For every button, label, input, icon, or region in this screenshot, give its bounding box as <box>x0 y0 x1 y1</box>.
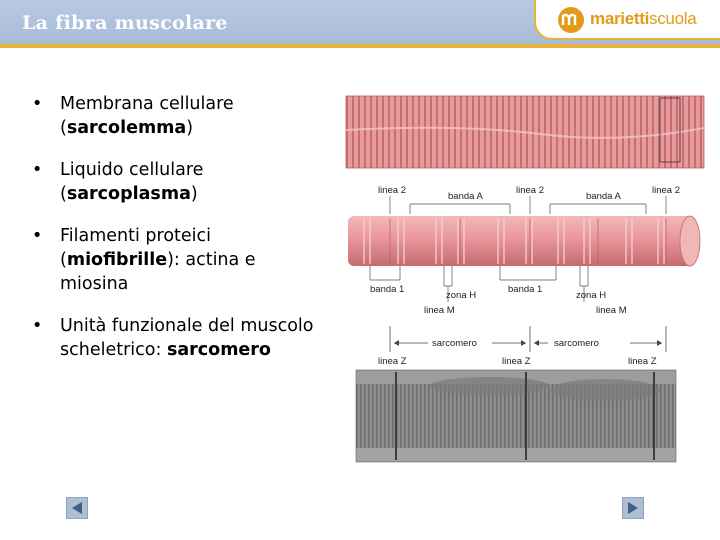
logo-text-secondary: scuola <box>649 9 697 28</box>
logo-mark-icon <box>558 7 584 33</box>
label-linea-m: linea M <box>424 305 455 316</box>
header-divider <box>0 44 720 48</box>
label-linea-2: linea 2 <box>378 185 406 196</box>
brand-logo: mariettiscuola <box>534 0 720 40</box>
bullet-text: Liquido cellulare ( <box>60 160 204 204</box>
label-linea-z: linea Z <box>628 356 657 367</box>
bullet-term: sarcoplasma <box>66 184 191 204</box>
header-bar: La fibra muscolare mariettiscuola <box>0 0 720 48</box>
previous-slide-button[interactable] <box>66 497 88 519</box>
label-linea-z: linea Z <box>378 356 407 367</box>
bullet-text: ) <box>186 118 194 138</box>
sarcomere-annotations: sarcomero sarcomero linea Z linea Z line… <box>378 326 667 367</box>
bullet-dot-icon: • <box>32 316 43 336</box>
logo-text: mariettiscuola <box>590 9 697 29</box>
bullet-term: sarcomero <box>166 340 271 360</box>
myofibril-cylinder <box>348 215 701 267</box>
label-zona-h: zona H <box>446 290 476 301</box>
bullet-text: ): actina e miosina <box>60 250 256 294</box>
label-linea-z: linea Z <box>502 356 531 367</box>
bottom-labels: banda 1 zona H banda 1 zona H linea M li… <box>369 266 627 316</box>
next-slide-button[interactable] <box>622 497 644 519</box>
label-linea-2: linea 2 <box>652 185 680 196</box>
bullet-term: miofibrille <box>66 250 168 270</box>
bullet-list: • Membrana cellulare (sarcolemma) • Liquid… <box>30 92 320 380</box>
label-linea-2: linea 2 <box>516 185 544 196</box>
electron-micrograph <box>355 369 677 463</box>
bullet-dot-icon: • <box>32 226 43 246</box>
triangle-left-icon <box>72 502 82 514</box>
label-banda-a: banda A <box>448 191 484 202</box>
label-banda-1: banda 1 <box>370 284 404 295</box>
bullet-text: Filamenti proteici ( <box>60 226 212 270</box>
bullet-text: Unità funzionale del muscolo scheletrico… <box>60 316 314 360</box>
bullet-text: Membrana cellulare ( <box>60 94 234 138</box>
bullet-term: sarcolemma <box>66 118 187 138</box>
label-sarcomero: sarcomero <box>554 338 599 349</box>
slide-title: La fibra muscolare <box>22 12 228 34</box>
label-sarcomero: sarcomero <box>432 338 477 349</box>
label-zona-h: zona H <box>576 290 606 301</box>
bullet-item: • Unità funzionale del muscolo scheletric… <box>30 314 320 362</box>
label-linea-m: linea M <box>596 305 627 316</box>
triangle-right-icon <box>628 502 638 514</box>
muscle-fiber-figure: linea 2 banda A linea 2 banda A linea 2 … <box>340 90 710 470</box>
label-banda-1: banda 1 <box>508 284 542 295</box>
bullet-item: • Liquido cellulare (sarcoplasma) <box>30 158 320 206</box>
bullet-item: • Membrana cellulare (sarcolemma) <box>30 92 320 140</box>
bullet-item: • Filamenti proteici (miofibrille): actin… <box>30 224 320 296</box>
bullet-dot-icon: • <box>32 94 43 114</box>
label-banda-a: banda A <box>586 191 622 202</box>
top-labels: linea 2 banda A linea 2 banda A linea 2 <box>378 185 680 214</box>
muscle-fiber-illustration: linea 2 banda A linea 2 banda A linea 2 … <box>345 95 705 463</box>
light-micrograph <box>345 95 705 169</box>
logo-text-primary: marietti <box>590 9 650 28</box>
bullet-dot-icon: • <box>32 160 43 180</box>
bullet-text: ) <box>190 184 198 204</box>
